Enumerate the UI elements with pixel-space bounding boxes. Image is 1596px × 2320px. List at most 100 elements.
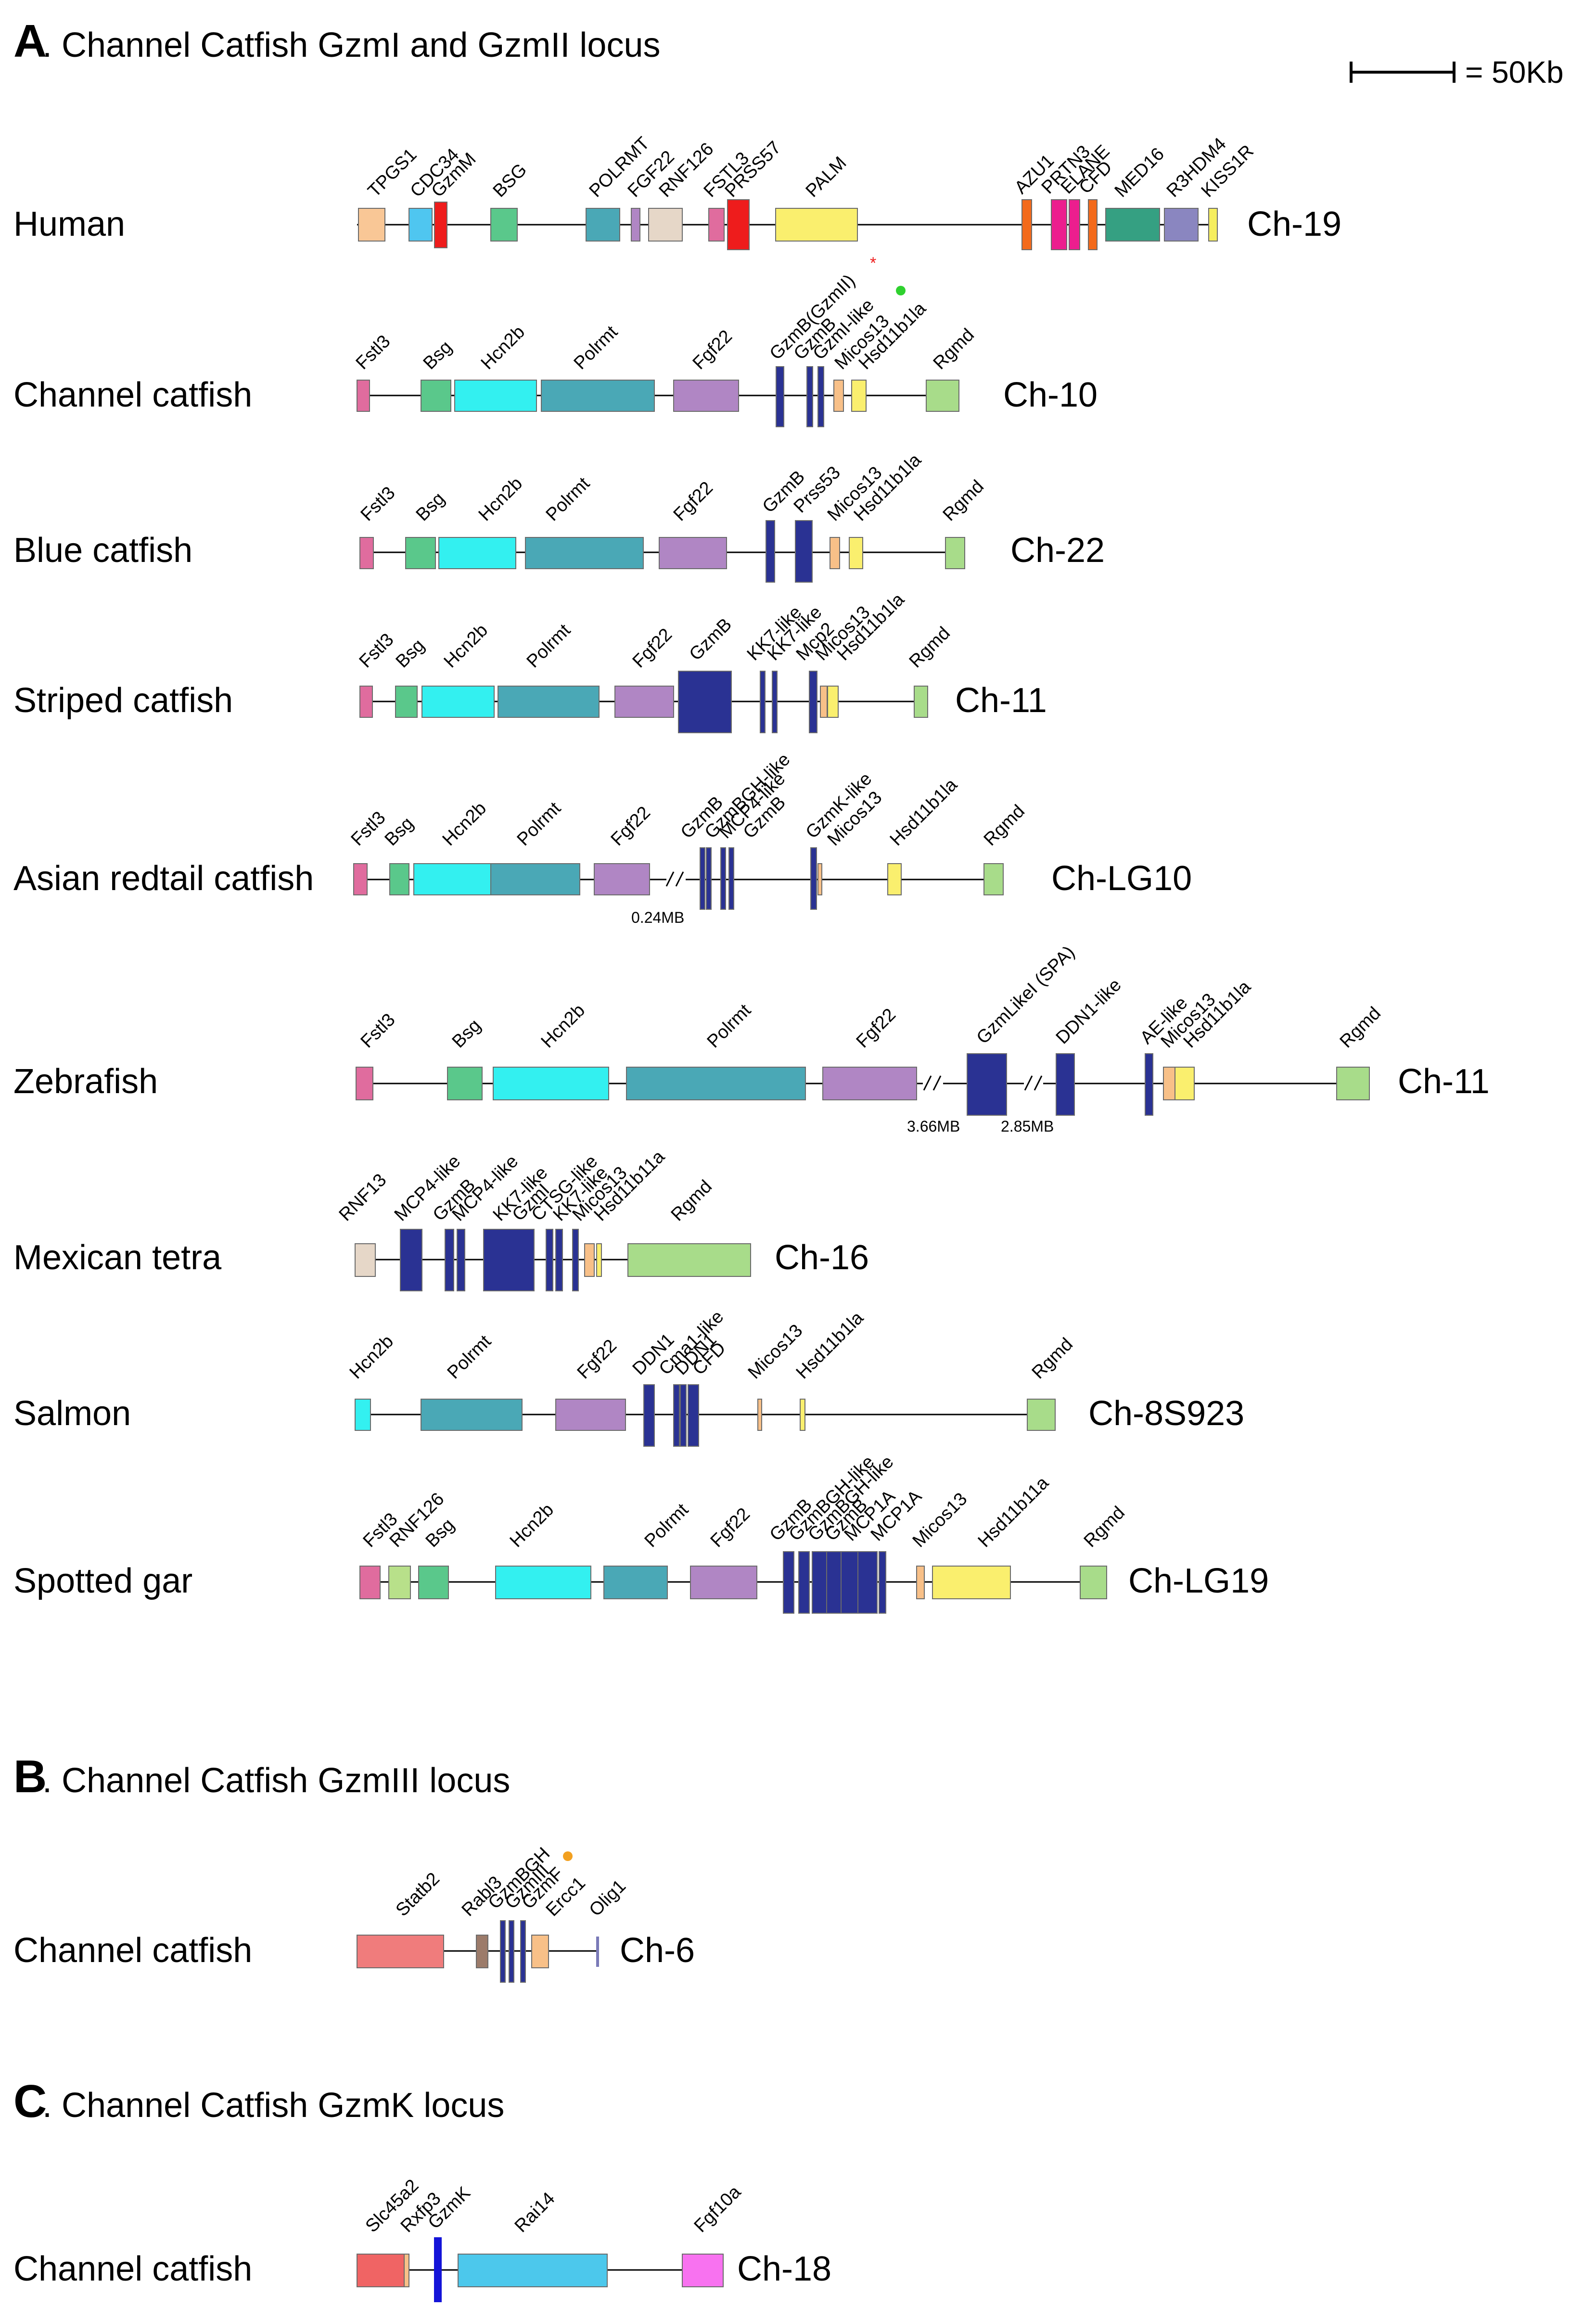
gene-label: Polrmt bbox=[570, 322, 622, 374]
track-asian-redtail-catfish: Asian redtail catfish 0.24MB Fstl3 Bsg H… bbox=[13, 749, 1192, 926]
gene-KK7-like bbox=[760, 671, 766, 733]
gene-label: Fgf22 bbox=[670, 478, 717, 525]
gene-PRSS57 bbox=[727, 199, 750, 250]
gene-Rabl3 bbox=[476, 1935, 488, 1968]
gene-GzmB-2 bbox=[728, 847, 734, 910]
gene-Hcn2b bbox=[493, 1067, 609, 1100]
gene-KK7-like-GzmI bbox=[483, 1229, 535, 1291]
species-label: Spotted gar bbox=[13, 1562, 192, 1600]
gene-Bsg bbox=[395, 686, 418, 718]
gene-label: Fgf22 bbox=[853, 1005, 900, 1052]
gene-TPGS1 bbox=[358, 208, 385, 242]
gene-Polrmt bbox=[541, 380, 655, 412]
gene-label: Polrmt bbox=[641, 1500, 693, 1552]
gene-Micos13 bbox=[820, 686, 828, 718]
gene-Rgmd bbox=[945, 537, 965, 569]
gene-Fstl3 bbox=[353, 863, 368, 895]
gene-MCP4-like bbox=[400, 1229, 422, 1291]
gap-distance-label: 2.85MB bbox=[1001, 1118, 1054, 1135]
chromosome-label: Ch-16 bbox=[775, 1238, 869, 1277]
gene-label: Polrmt bbox=[523, 620, 575, 672]
chromosome-label: Ch-11 bbox=[955, 681, 1047, 720]
gene-FGF22 bbox=[631, 208, 640, 242]
gene-Fgf22 bbox=[673, 380, 739, 412]
gene-Cma1-like bbox=[673, 1384, 680, 1447]
gene-label: Rgmd bbox=[906, 623, 954, 672]
gene-label: Rgmd bbox=[980, 801, 1029, 850]
gene-CFD bbox=[1088, 199, 1098, 250]
gene-label: GzmB bbox=[686, 614, 736, 664]
gene-label: Fstl3 bbox=[352, 331, 395, 373]
gene-label: Bsg bbox=[448, 1015, 485, 1052]
gene-Rai14 bbox=[458, 2254, 608, 2287]
gene-FSTL3 bbox=[708, 208, 725, 242]
gene-label: Hcn2b bbox=[537, 1000, 589, 1052]
gene-label: Hcn2b bbox=[440, 620, 492, 672]
chromosome-label: Ch-LG19 bbox=[1128, 1562, 1269, 1600]
gene-label: Rgmd bbox=[1028, 1334, 1077, 1383]
gene-RNF13 bbox=[355, 1243, 376, 1277]
gene-Hsd11b1la bbox=[1175, 1067, 1195, 1100]
gene-label: Statb2 bbox=[392, 1869, 444, 1920]
gene-ELANE bbox=[1069, 199, 1080, 250]
gene-Rgmd bbox=[627, 1243, 751, 1277]
species-label: Striped catfish bbox=[13, 681, 233, 720]
chromosome-label: Ch-LG10 bbox=[1051, 859, 1192, 898]
gene-RNF126 bbox=[648, 208, 683, 242]
gene-Rgmd bbox=[926, 380, 959, 412]
gene-label: Fstl3 bbox=[357, 1009, 399, 1052]
chromosome-label: Ch-8S923 bbox=[1088, 1394, 1244, 1433]
gene-MED16 bbox=[1105, 208, 1160, 242]
gene-GzmM bbox=[434, 202, 447, 248]
gene-GzmBGH-like-2 bbox=[812, 1551, 827, 1614]
gene-Fstl3 bbox=[359, 686, 373, 718]
gene-Rxfp3 bbox=[404, 2254, 409, 2287]
section-letter-b: B bbox=[13, 1751, 47, 1802]
gene-GzmK bbox=[434, 2237, 442, 2302]
section-title-a: . Channel Catfish GzmI and GzmII locus bbox=[42, 26, 661, 64]
gene-DDN1-2 bbox=[680, 1384, 687, 1447]
gene-Fgf22 bbox=[594, 863, 650, 895]
gene-label: MED16 bbox=[1111, 144, 1168, 201]
species-label: Human bbox=[13, 205, 125, 243]
gene-label: Hcn2b bbox=[506, 1500, 558, 1551]
gene-Fgf22 bbox=[659, 537, 727, 569]
gene-Fstl3 bbox=[359, 1566, 381, 1599]
gene-Fgf10a bbox=[682, 2254, 724, 2287]
gene-Micos13 bbox=[830, 537, 840, 569]
gene-Bsg bbox=[405, 537, 436, 569]
track-mexican-tetra: Mexican tetra RNF13 MCP4-like GzmB MCP4-… bbox=[13, 1147, 869, 1291]
gene-label: Hcn2b bbox=[477, 322, 529, 373]
gene-Fgf22 bbox=[614, 686, 674, 718]
gene-Fgf22 bbox=[690, 1566, 757, 1599]
species-label: Asian redtail catfish bbox=[13, 859, 314, 898]
track-salmon: Salmon Hcn2b Polrmt Fgf22 DDN1 Cma1-like… bbox=[13, 1307, 1244, 1447]
chromosome-label: Ch-11 bbox=[1398, 1062, 1490, 1101]
gene-label: Rgmd bbox=[667, 1176, 716, 1225]
gene-label: Hsd11b1la bbox=[886, 775, 962, 850]
gene-Fgf22 bbox=[555, 1399, 626, 1431]
gene-label: Hsd11b11a bbox=[974, 1473, 1053, 1552]
gene-GzmB-2 bbox=[826, 1551, 842, 1614]
species-label: Channel catfish bbox=[13, 376, 252, 414]
gene-KK7-like-2 bbox=[555, 1229, 563, 1291]
track-spotted-gar: Spotted gar Fstl3 RNF126 Bsg Hcn2b Polrm… bbox=[13, 1452, 1269, 1614]
gap-distance-label: 0.24MB bbox=[631, 909, 684, 926]
gene-Hcn2b bbox=[438, 537, 516, 569]
gene-label: Bsg bbox=[392, 635, 429, 672]
gene-Micos13 bbox=[817, 863, 822, 895]
gene-Hsd11b1la bbox=[827, 686, 839, 718]
gene-GzmB bbox=[445, 1229, 454, 1291]
gene-label: Rgmd bbox=[930, 325, 978, 373]
gene-Hsd11b1la bbox=[887, 863, 902, 895]
gene-Statb2 bbox=[357, 1935, 444, 1968]
gene-GzmB-GzmII bbox=[776, 366, 784, 427]
chromosome-label: Ch-10 bbox=[1003, 376, 1098, 414]
section-heading-b: B . Channel Catfish GzmIII locus bbox=[13, 1751, 510, 1802]
gene-GzmB bbox=[678, 671, 732, 733]
gene-Hsd11b1la bbox=[851, 380, 867, 412]
gene-KK7-like-2 bbox=[772, 671, 778, 733]
track-human: Human TPGS1 CDC34 GzmM BSG POLRMT FGF22 … bbox=[13, 133, 1341, 250]
gene-Polrmt bbox=[626, 1067, 806, 1100]
gene-label: Fgf22 bbox=[689, 326, 736, 373]
